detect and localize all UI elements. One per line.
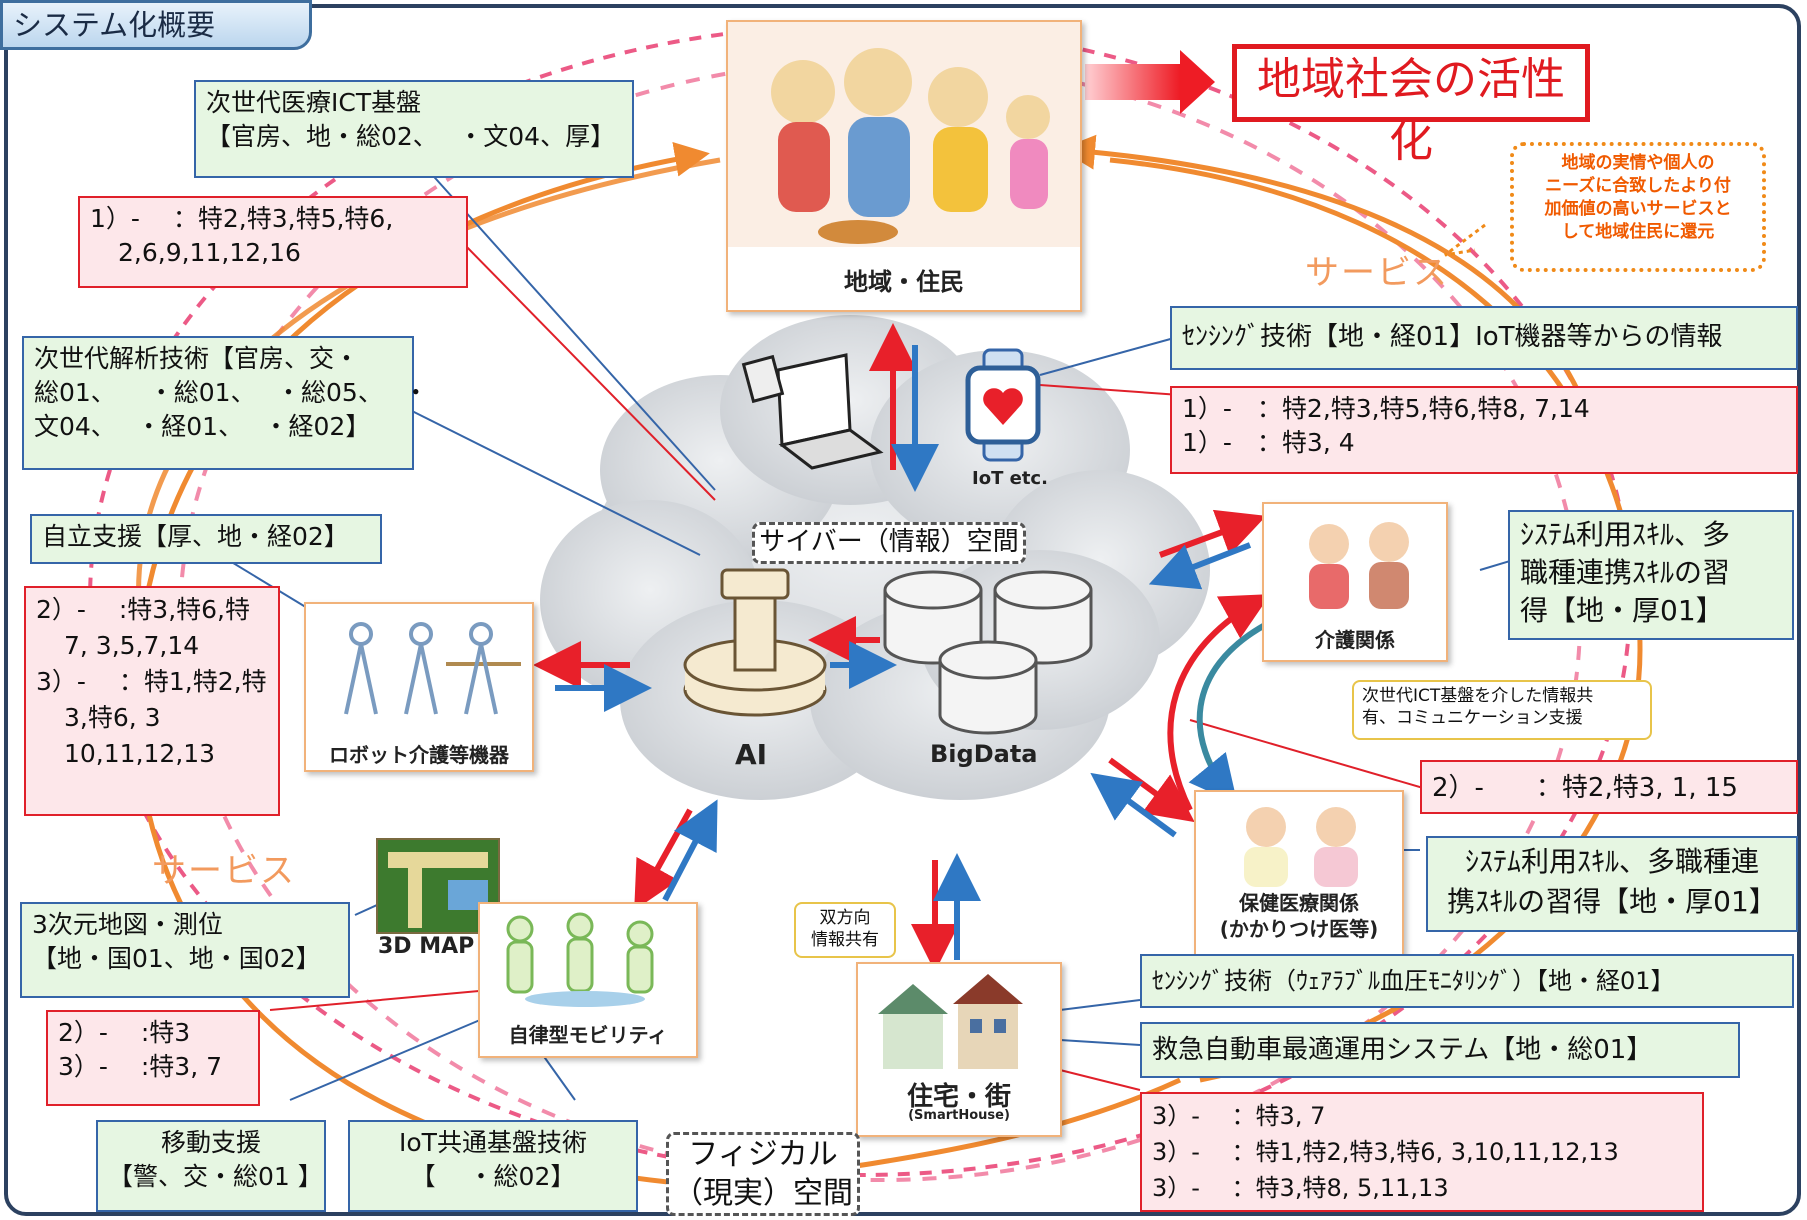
sensing-iot-box: ｾﾝｼﾝｸﾞ技術【地・経01】IoT機器等からの情報 (1170, 306, 1798, 370)
headline-arrow (1085, 50, 1215, 114)
smartwatch-icon (965, 348, 1041, 462)
mobility-panel: 自律型モビリティ (478, 902, 698, 1058)
slide-frame (4, 4, 1801, 1216)
map-label: 3D MAP (378, 934, 475, 959)
care-illustration (1309, 522, 1409, 609)
house-panel: 住宅・街 (SmartHouse) (856, 962, 1062, 1137)
house-sublabel: (SmartHouse) (908, 1108, 1010, 1123)
service-label-left: サービス (152, 851, 296, 891)
mobility-illustration (506, 912, 654, 1007)
house-label: 住宅・街 (906, 1082, 1011, 1112)
section-tab: システム化概要 (0, 0, 312, 50)
medical-ict-box: 次世代医療ICT基盤【官房、地・総02、 ・文04、厚】 (194, 80, 634, 178)
health-skill-box: ｼｽﾃﾑ利用ｽｷﾙ、多職種連携ｽｷﾙの習得【地・厚01】 (1426, 836, 1798, 932)
mobility-label: 自律型モビリティ (508, 1023, 668, 1047)
health-policy-box: 2）- ：特2,特3, 1, 15 (1420, 760, 1798, 814)
health-label: 保健医療関係(かかりつけ医等) (1219, 891, 1379, 941)
laptop-icon (741, 353, 884, 470)
note-tail (1444, 223, 1486, 257)
iot-platform-box: IoT共通基盤技術【 ・総02】 (348, 1120, 638, 1212)
ict-share-note: 次世代ICT基盤を介した情報共有、コミュニケーション支援 (1352, 680, 1652, 740)
community-policy-box: 1）- ：特2,特3,特5,特6,2,6,9,11,12,16 (78, 196, 468, 288)
sensing-wear-box: ｾﾝｼﾝｸﾞ技術（ｳｪｱﾗﾌﾞﾙ血圧ﾓﾆﾀﾘﾝｸﾞ）【地・経01】 (1140, 954, 1794, 1008)
health-panel: 保健医療関係(かかりつけ医等) (1194, 790, 1404, 962)
bidirectional-note: 双方向情報共有 (794, 902, 896, 958)
physical-space-label: フィジカル（現実）空間 (666, 1132, 860, 1216)
service-note: 地域の実情や個人のニーズに合致したより付加価値の高いサービスとして地域住民に還元 (1510, 142, 1766, 272)
cyber-space-label: サイバー（情報）空間 (752, 522, 1026, 564)
map3d-box: 3次元地図・測位【地・国01、地・国02】 (20, 902, 350, 998)
bigdata-icon (883, 570, 1093, 735)
care-panel: 介護関係 (1262, 502, 1448, 662)
flow-arrows (533, 323, 1271, 972)
health-illustration (1244, 807, 1358, 887)
ambulance-box: 救急自動車最適運用システム【地・総01】 (1140, 1022, 1740, 1078)
family-illustration (728, 22, 1080, 247)
mobility-support-box: 移動支援【警、交・総01 】 (96, 1120, 326, 1212)
ai-label: AI (735, 738, 768, 771)
robot-panel: ロボット介護等機器 (304, 602, 534, 772)
robot-label: ロボット介護等機器 (329, 743, 509, 767)
analysis-tech-box: 次世代解析技術【官房、交・総01、 ・総01、 ・総05、 ・文04、 ・経01… (22, 336, 428, 470)
headline-box: 地域社会の活性化 (1232, 44, 1590, 167)
bigdata-label: BigData (930, 740, 1038, 768)
care-label: 介護関係 (1315, 628, 1395, 652)
ai-icon (683, 568, 827, 717)
house-illustration (878, 974, 1023, 1069)
iot-label: IoT etc. (972, 468, 1048, 489)
community-panel: 地域・住民 (726, 20, 1082, 312)
robot-illustration (344, 622, 521, 715)
care-skill-box: ｼｽﾃﾑ利用ｽｷﾙ、多職種連携ｽｷﾙの習得【地・厚01】 (1508, 510, 1794, 640)
community-label: 地域・住民 (844, 268, 964, 296)
service-label-top: サービス (1305, 253, 1449, 293)
self-support-box: 自立支援【厚、地・経02】 (30, 514, 382, 564)
